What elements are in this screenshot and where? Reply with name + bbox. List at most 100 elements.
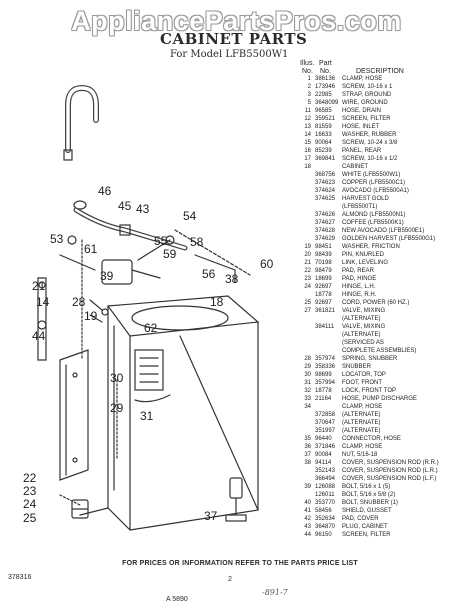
part-description: WIRE, GROUND [342,100,388,106]
part-number: 384111 [315,324,335,330]
part-number: 126011 [315,492,335,498]
page-number: 2 [228,576,232,583]
callout-label: 23 [23,484,37,498]
part-illus-no: 41 [304,508,311,514]
part-illus-no: 38 [304,460,311,466]
part-illus-no: 1 [307,76,311,82]
part-description: NUT, 5/16-18 [342,452,378,458]
callout-label: 37 [204,509,218,523]
part-row: (SERVICED AS [297,339,469,347]
part-illus-no: 32 [304,388,311,394]
part-number: 92697 [315,284,332,290]
part-description: CLAMP, HOSE [342,404,383,410]
part-description: PANEL, REAR [342,148,382,154]
callout-label: 46 [98,184,112,198]
part-number: 22985 [315,92,332,98]
callout-label: 14 [36,295,50,309]
part-illus-no: 44 [304,532,311,538]
part-number: 374625 [315,196,336,202]
part-illus-no: 13 [304,124,311,130]
part-illus-no: 23 [304,276,311,282]
callout-label: 43 [136,202,150,216]
part-number: 70198 [315,260,332,266]
callout-label: 22 [23,471,37,485]
callout-label: 24 [23,497,37,511]
part-row: 374629 GOLDEN HARVEST (LFB5500G1) [297,235,469,243]
part-number: 98439 [315,252,332,258]
part-number: 357994 [315,380,336,386]
callout-label: 59 [163,247,177,261]
part-description: STRAP, GROUND [342,92,392,98]
part-number: 16633 [315,132,332,138]
part-description: SCREW, 10-24 x 3/8 [342,140,398,146]
part-illus-no: 42 [304,516,311,522]
callout-label: 29 [110,401,124,415]
part-illus-no: 2 [307,84,311,90]
part-description: BOLT, 5/16 x 1 (5) [342,484,391,490]
part-description: BOLT, 5/16 x 5/8 (2) [342,492,396,498]
part-illus-no: 21 [304,260,311,266]
part-number: 98699 [315,372,332,378]
part-row: (ALTERNATE) [297,331,469,339]
part-illus-no: 25 [304,300,311,306]
part-description: (SERVICED AS [342,340,384,346]
part-number: 374623 [315,180,336,186]
part-row: 3 22985 STRAP, GROUND [297,91,469,99]
part-row: 30 98699 LOCATOR, TOP [297,371,469,379]
callout-label: 31 [140,409,154,423]
part-illus-no: 3 [307,92,311,98]
part-number: 374626 [315,212,336,218]
cabinet-drawing [37,84,260,531]
callout-label: 45 [118,199,132,213]
part-description: PAD, REAR [342,268,374,274]
part-illus-no: 11 [304,108,311,114]
part-illus-no: 30 [304,372,311,378]
part-description: GOLDEN HARVEST (LFB5500G1) [342,236,436,242]
part-number: 371846 [315,444,336,450]
part-number: 369841 [315,156,336,162]
model-subtitle: For Model LFB5500W1 [170,49,289,60]
part-illus-no: 18 [304,164,311,170]
part-number: 374629 [315,236,336,242]
part-illus-no: 14 [304,132,311,138]
part-description: SCREW, 10-16 x 1/2 [342,156,398,162]
part-description: SPRING, SNUBBER [342,356,398,362]
part-number: 94114 [315,460,332,466]
part-description: SNUBBER [342,364,372,370]
part-number: 372858 [315,412,336,418]
part-number: 352143 [315,468,336,474]
part-description: COVER, SUSPENSION ROD (L.F.) [342,476,437,482]
callout-label: 56 [202,267,216,281]
part-description: SCREEN, FILTER [342,532,391,538]
part-description: LOCATOR, TOP [342,372,386,378]
part-illus-no: 22 [304,268,311,274]
callout-label: 62 [144,321,158,335]
part-description: CORD, POWER (60 HZ.) [342,300,410,306]
part-number: 353770 [315,500,336,506]
part-number: 96585 [315,108,332,114]
callout-label: 18 [210,295,224,309]
part-illus-no: 20 [304,252,311,258]
part-illus-no: 43 [304,524,311,530]
part-illus-no: 12 [304,116,311,122]
part-description: AVOCADO (LFB5500A1) [342,188,409,194]
page-title: CABINET PARTS [160,30,308,48]
part-number: 90064 [315,140,332,146]
part-description: FOOT, FRONT [342,380,382,386]
part-illus-no: 29 [304,364,311,370]
part-description: ALMOND (LFB5500N1) [342,212,406,218]
part-description: (ALTERNATE) [342,412,381,418]
part-description: PIN, KNURLED [342,252,385,258]
